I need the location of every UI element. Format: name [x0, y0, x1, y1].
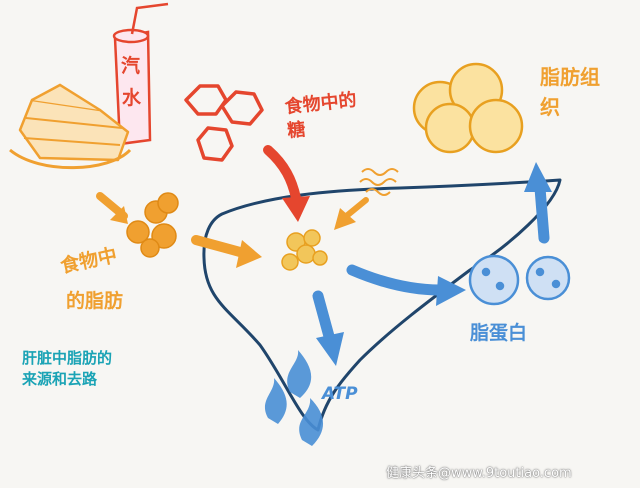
soda-label-char2: 水	[122, 87, 142, 109]
wavy-fat-lines	[359, 168, 399, 196]
adipose-tissue-label: 脂肪组织	[540, 65, 600, 119]
arrow-fat-to-liver	[191, 235, 245, 257]
sugar-hexagons-icon	[184, 84, 264, 162]
liver-outline	[202, 178, 562, 432]
adipose-cells-icon	[412, 62, 524, 154]
liver-fat-globules	[281, 229, 328, 271]
arrow-liver-to-lipoprotein	[346, 264, 446, 296]
dietary-sugar-label: 食物中的糖	[283, 89, 358, 142]
dietary-fat-label-line2: 的脂肪	[66, 290, 124, 312]
diagram-title: 肝脏中脂肪的 来源和去路	[22, 348, 112, 390]
watermark: 健康头条@www.9toutiao.com	[386, 466, 572, 481]
lipoprotein-label: 脂蛋白	[470, 322, 528, 344]
dietary-fat-globules	[126, 192, 179, 258]
title-line-2: 来源和去路	[22, 370, 98, 388]
arrow-lipoprotein-to-adipose	[534, 182, 550, 244]
arrow-sugar-to-liver	[263, 145, 301, 203]
atp-label: ATP	[322, 384, 358, 404]
cake-icon	[9, 83, 132, 170]
atp-flames-icon	[264, 350, 324, 446]
soda-label-char1: 汽	[121, 54, 140, 77]
lipoprotein-particles	[468, 254, 571, 306]
soda-can-icon	[112, 2, 169, 146]
arrow-liver-to-atp	[312, 290, 336, 346]
title-line-1: 肝脏中脂肪的	[22, 349, 113, 367]
